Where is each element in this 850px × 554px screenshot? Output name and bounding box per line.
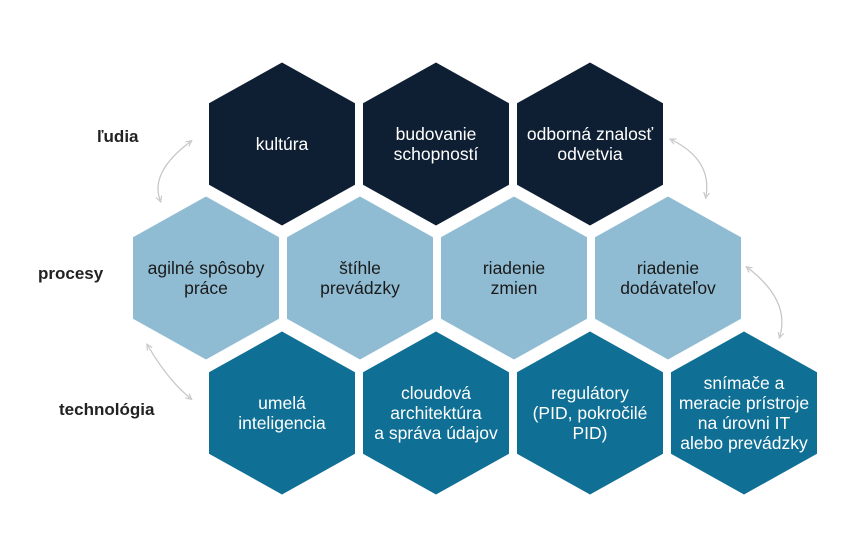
hex-shape [595,196,741,360]
hex-label-line: zmien [491,278,538,298]
hex-shape [671,331,817,495]
hex-shape [133,196,279,360]
hex-label-line: umelá [258,393,306,413]
hex-label-line: odborná znalosť [527,124,654,144]
hex-label-line: odvetvia [557,144,622,164]
arrow-processes-technology-right [748,268,782,336]
hex-label-line: štíhle [339,258,381,278]
hex-shape [209,331,355,495]
arrow-people-processes-left [158,142,190,200]
hex-shape [441,196,587,360]
hex-label-line: riadenie [637,258,699,278]
hex-label-line: alebo prevádzky [680,433,808,453]
hex-shape [287,196,433,360]
hex-shape [363,331,509,495]
hex-label-line: na úrovni IT [698,413,791,433]
hex-label-line: PID) [573,423,608,443]
hex-shape [517,62,663,226]
hex-label-line: meracie prístroje [679,393,809,413]
hex-label-line: agilné spôsoby [148,258,265,278]
hex-label-line: snímače a [704,373,785,393]
arrow-processes-technology-left [148,346,190,398]
hex-label-line: prevádzky [320,278,400,298]
hex-label-line: dodávateľov [620,278,716,298]
hex-label-line: cloudová [401,383,471,403]
hex-people-1: kultúra [209,62,355,226]
hex-label-line: budovanie [396,124,477,144]
hex-shape [517,331,663,495]
arrow-people-processes-right [672,140,707,196]
hex-label-line: regulátory [551,383,629,403]
row-label-technology: technológia [59,400,155,419]
row-label-processes: procesy [38,264,104,283]
hex-shape [363,62,509,226]
hex-label-line: (PID, pokročilé [533,403,648,423]
hex-label-line: schopností [394,144,479,164]
hex-label-line: kultúra [256,134,309,154]
hex-label-line: inteligencia [238,413,326,433]
hex-shape [209,62,355,226]
hex-label-line: architektúra [390,403,482,423]
hex-label-line: riadenie [483,258,545,278]
row-label-people: ľudia [97,127,139,146]
hex-label-line: práce [184,278,228,298]
hex-label-line: a správa údajov [374,423,498,443]
